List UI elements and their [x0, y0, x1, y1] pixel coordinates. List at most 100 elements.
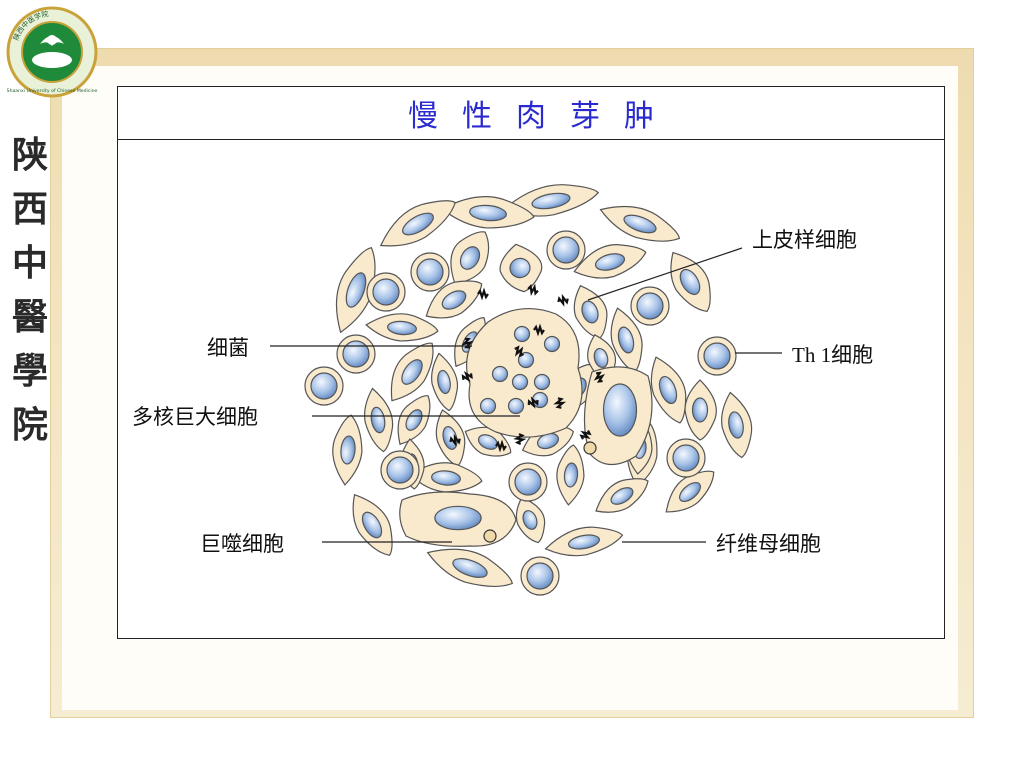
spindle-cell-nucleus	[531, 192, 571, 210]
spindle-cell-nucleus	[402, 212, 434, 236]
spindle-cell-nucleus	[509, 257, 531, 279]
spindle-cell-nucleus	[361, 511, 383, 539]
bacteria-cluster	[449, 283, 605, 453]
label-multinucleated-giant-cell: 多核巨大细胞	[132, 405, 258, 429]
spindle-cell-nucleus	[431, 470, 461, 486]
lymphocyte-cell	[366, 272, 406, 312]
spindle-cell	[502, 184, 600, 217]
lymphocyte-cell-nucleus	[703, 342, 731, 370]
label-th1-cell: Th 1细胞	[792, 343, 874, 367]
bacterium	[477, 287, 489, 301]
spindle-cell	[670, 251, 711, 313]
bacterium	[495, 439, 507, 453]
college-name-char: 中	[11, 242, 48, 284]
spindle-cell	[431, 352, 459, 412]
label-macrophage: 巨噬细胞	[200, 532, 284, 556]
bacterium	[533, 323, 545, 337]
spindle-cell-nucleus	[401, 359, 423, 385]
giant-cell	[466, 308, 583, 438]
spindle-cell	[425, 280, 483, 319]
bacterium	[514, 345, 524, 358]
lymphocyte-cell	[630, 286, 670, 326]
spindle-cell-nucleus	[387, 320, 417, 336]
spindle-cell-nucleus	[452, 558, 488, 578]
macrophage-cell-nucleus	[434, 505, 482, 531]
giant-cell-nucleus	[533, 373, 551, 391]
bacterium	[449, 433, 461, 447]
spindle-cell	[595, 478, 649, 513]
spindle-cell-nucleus	[593, 347, 609, 369]
spindle-cell	[544, 526, 624, 557]
spindle-cell-nucleus	[728, 411, 744, 439]
bacterium	[557, 293, 569, 307]
lymphocyte-cell-nucleus	[310, 372, 338, 400]
lymphocyte-cell	[520, 556, 560, 596]
macrophage-cell-nucleus	[602, 383, 638, 437]
lymphocyte-cell-nucleus	[672, 444, 700, 472]
spindle-cell	[450, 231, 490, 285]
bacterium	[593, 371, 605, 383]
giant-cell-nucleus	[513, 325, 531, 343]
spindle-cell	[515, 496, 546, 544]
giant-cell-nucleus	[507, 397, 525, 415]
lymphocyte-cell-nucleus	[372, 278, 400, 306]
bacterium	[461, 337, 474, 349]
spindle-cell	[665, 470, 715, 513]
lymphocyte-cell	[546, 230, 586, 270]
spindle-cell	[441, 196, 535, 229]
spindle-cell	[599, 205, 681, 242]
spindle-cell	[397, 395, 431, 446]
bacterium	[527, 283, 539, 297]
college-name-char: 西	[11, 188, 48, 230]
lymphocyte-cell-nucleus	[552, 236, 580, 264]
college-name-vertical: 陕 西 中 醫 學 院	[8, 128, 52, 452]
spindle-cell	[352, 493, 393, 556]
lymphocyte-cell-nucleus	[342, 340, 370, 368]
macrophage-vacuole	[583, 441, 597, 455]
lymphocyte-cell	[697, 336, 737, 376]
giant-cell-nucleus	[511, 373, 529, 391]
spindle-cell-nucleus	[405, 409, 423, 431]
giant-cell-nucleus	[479, 397, 497, 415]
spindle-cell-nucleus	[617, 326, 635, 354]
label-epithelioid-cell: 上皮样细胞	[752, 228, 857, 252]
spindle-cell-nucleus	[594, 253, 626, 271]
college-seal-icon: 陕西中医学院 Shaanxi University of Chinese Med…	[6, 6, 98, 98]
lymphocyte-cell	[336, 334, 376, 374]
macrophage-cell	[583, 366, 653, 466]
spindle-cell-nucleus	[340, 435, 356, 465]
spindle-cell-nucleus	[522, 510, 538, 530]
college-name-char: 學	[11, 350, 48, 392]
giant-cell-nucleus	[491, 365, 509, 383]
giant-cell-nucleus	[517, 351, 535, 369]
spindle-cell-nucleus	[563, 462, 579, 488]
spindle-cell	[365, 313, 439, 342]
figure-title: 慢性肉芽肿	[408, 99, 678, 134]
lymphocyte-cell	[304, 366, 344, 406]
spindle-cell	[379, 200, 456, 247]
lymphocyte-cell	[380, 450, 420, 490]
lymphocyte-cell	[666, 438, 706, 478]
spindle-cell-nucleus	[581, 300, 599, 324]
bacterium	[513, 433, 527, 445]
college-name-char: 醫	[11, 296, 48, 338]
lymphocyte-cell	[508, 462, 548, 502]
spindle-cell	[332, 414, 363, 486]
spindle-cell-nucleus	[691, 397, 709, 423]
spindle-cell	[426, 548, 513, 587]
college-name-char: 院	[11, 404, 48, 446]
bacterium	[553, 397, 567, 409]
label-bacteria: 细菌	[207, 336, 249, 360]
lymphocyte-cell-nucleus	[636, 292, 664, 320]
spindle-cell	[650, 356, 687, 424]
logo-english-text: Shaanxi University of Chinese Medicine	[7, 88, 98, 94]
spindle-cell-nucleus	[610, 487, 634, 505]
leader-line-epithelioid	[587, 247, 743, 301]
spindle-cell-nucleus	[370, 406, 386, 434]
macrophage-vacuole	[483, 529, 497, 543]
spindle-cell	[573, 244, 647, 279]
macrophage-cell	[399, 491, 517, 547]
spindle-cell	[610, 307, 643, 373]
college-name-char: 陕	[11, 134, 48, 176]
